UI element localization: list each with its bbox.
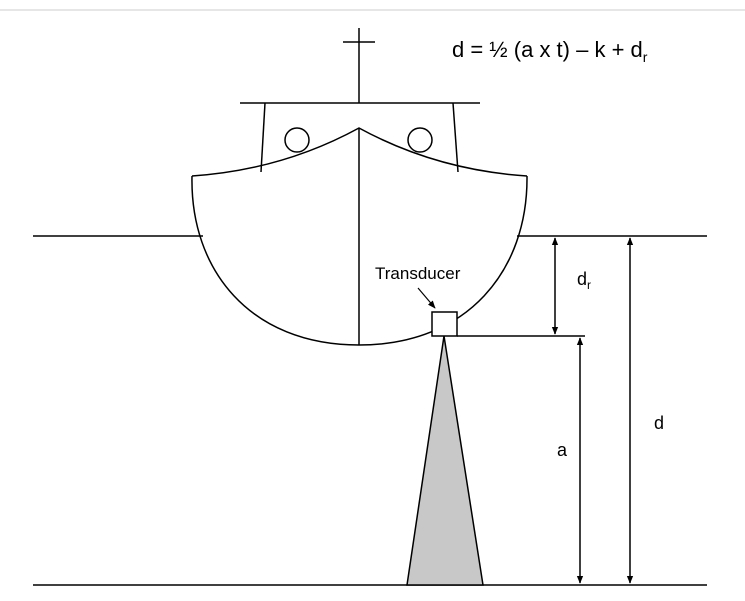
ship-superstructure <box>240 102 480 173</box>
draft-label-subscript: r <box>587 278 591 292</box>
ship-mast <box>343 28 375 103</box>
porthole-right <box>407 127 433 153</box>
draft-label: dr <box>577 269 591 292</box>
porthole-left <box>284 127 310 153</box>
formula-main: d = ½ (a x t) – k + d <box>452 37 643 62</box>
draft-label-base: d <box>577 269 587 289</box>
depth-formula: d = ½ (a x t) – k + dr <box>452 37 648 65</box>
transducer-label: Transducer <box>375 264 461 283</box>
transducer-pointer <box>417 287 436 309</box>
transducer-box <box>431 311 458 337</box>
a-label: a <box>557 440 568 460</box>
depth-label: d <box>654 413 664 433</box>
sonar-beam <box>406 335 484 586</box>
ship-hull <box>191 127 528 346</box>
formula-subscript: r <box>643 49 648 65</box>
